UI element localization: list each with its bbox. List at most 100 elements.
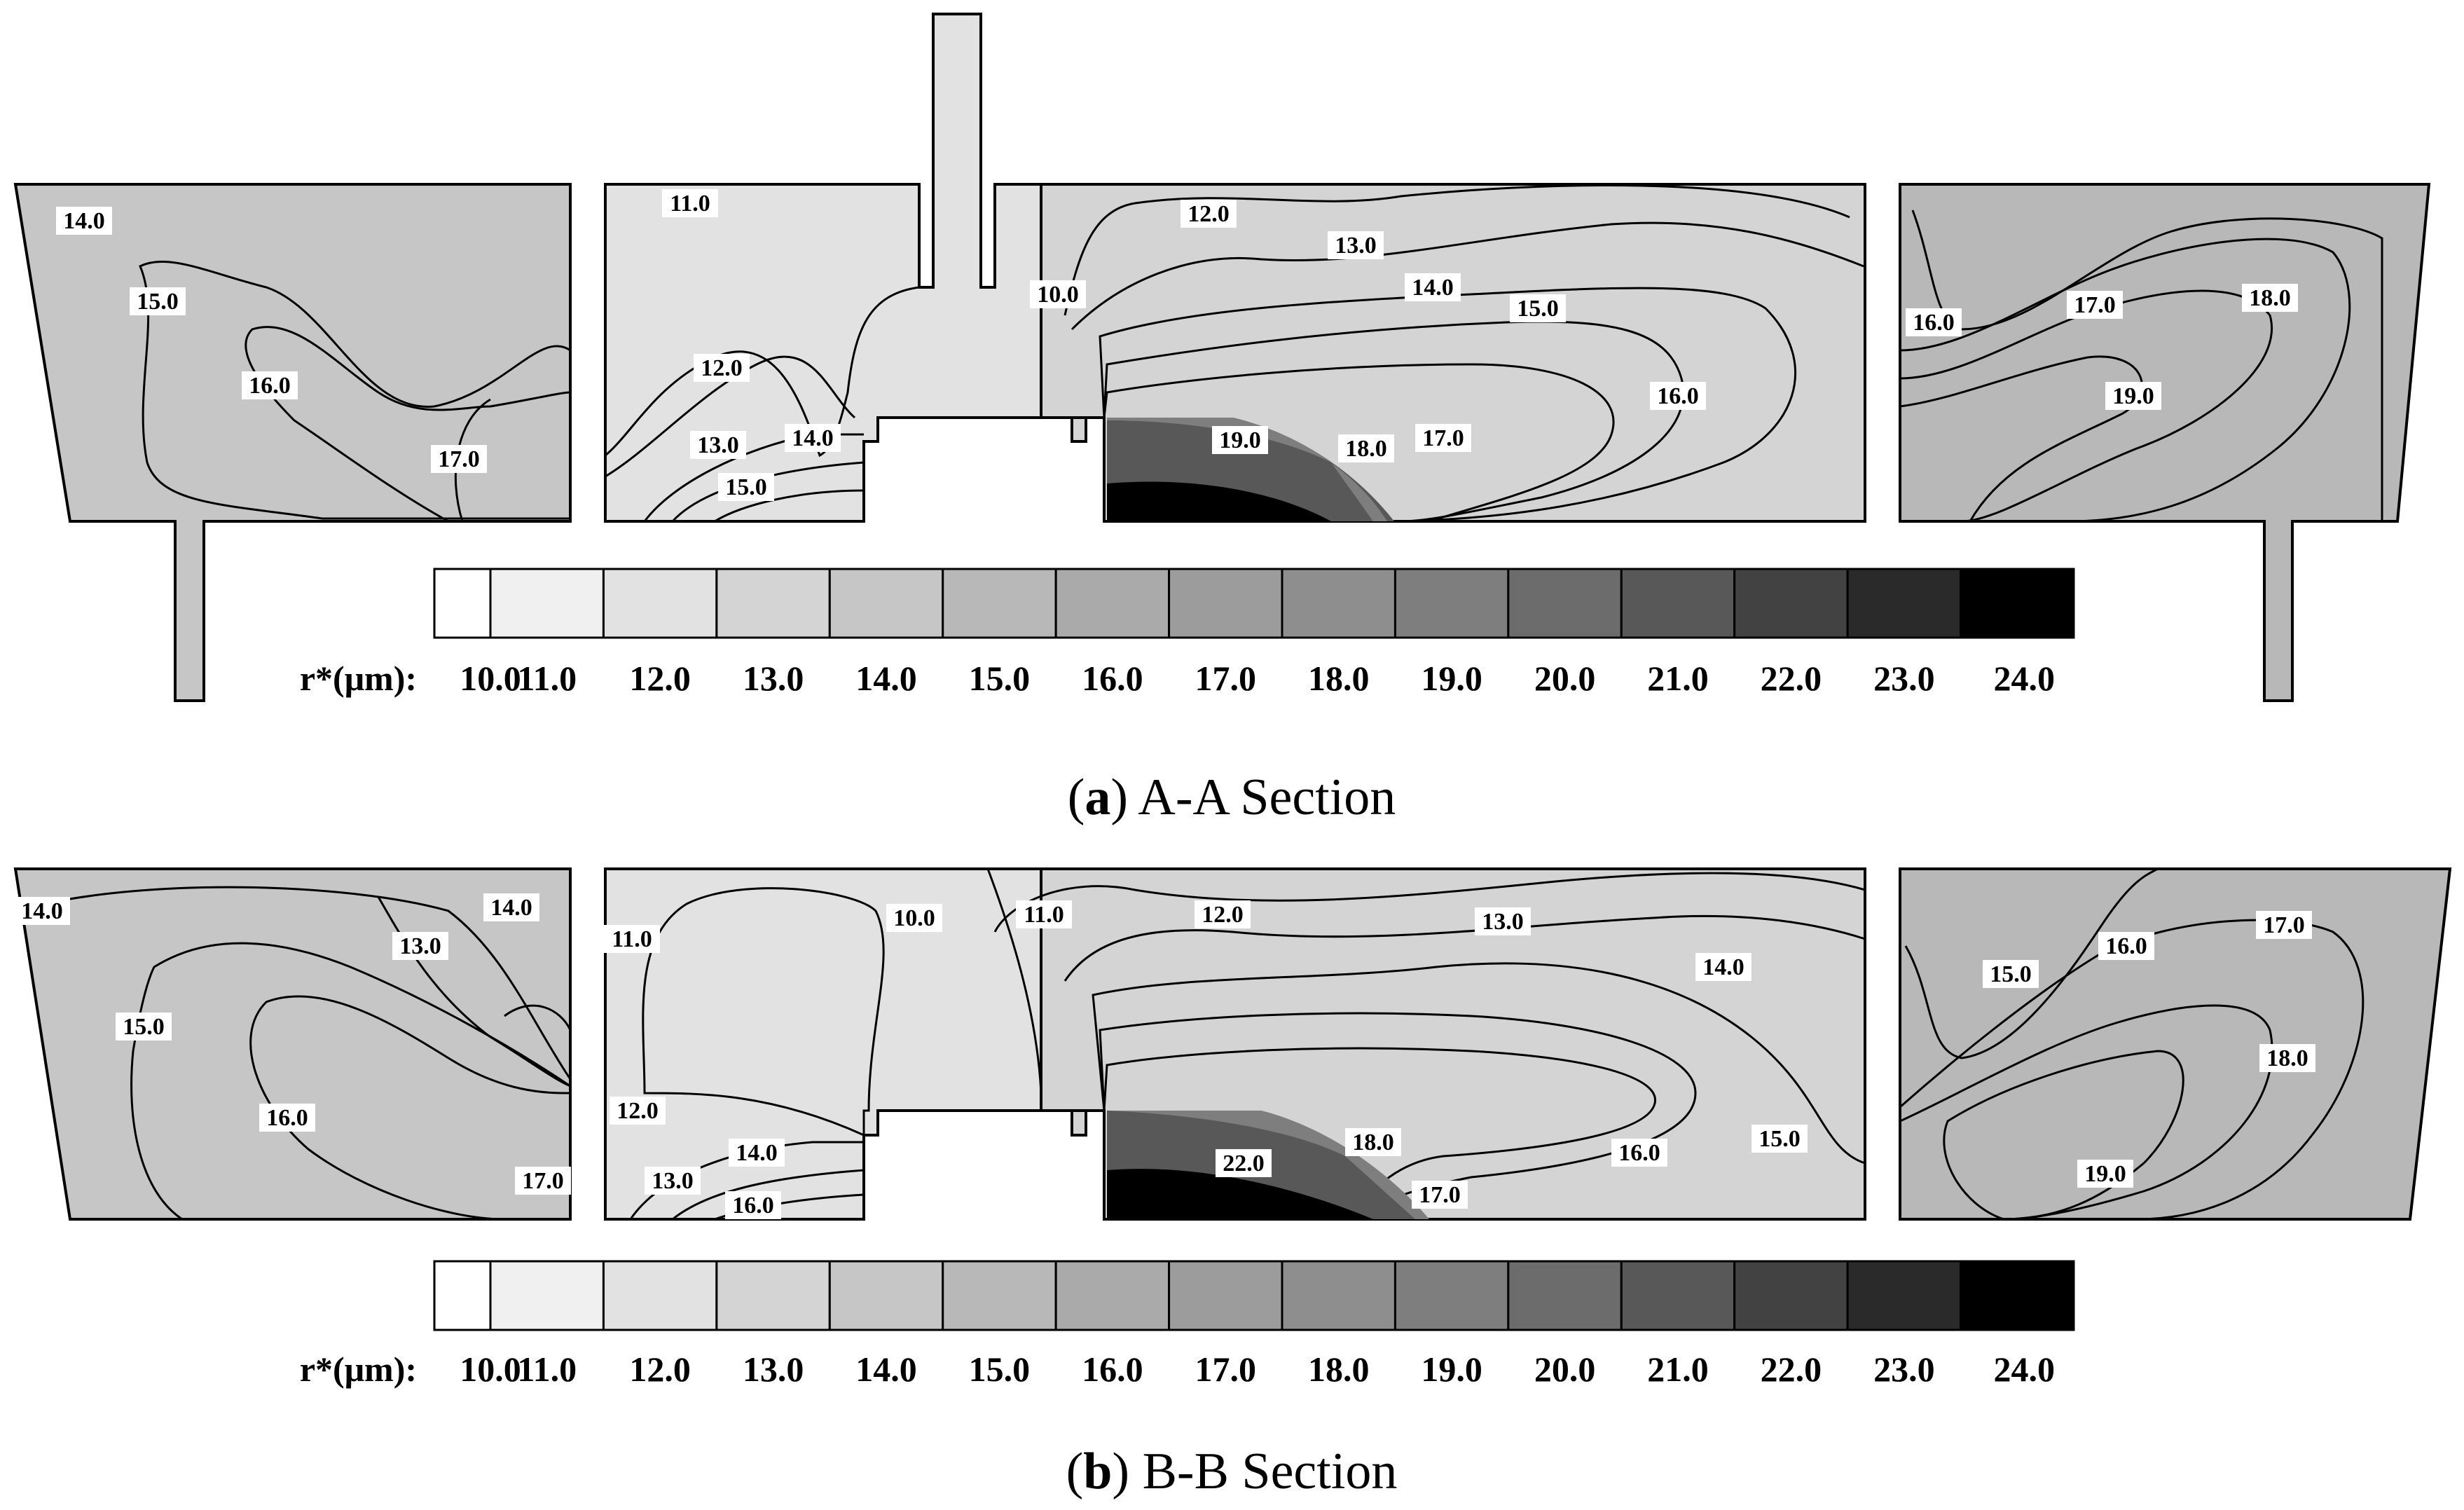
contour-a-far-18	[1899, 289, 2273, 523]
contour-a-far-17	[1899, 238, 2351, 523]
contour-b-mid-14	[672, 1169, 865, 1221]
clabel-a-left-0: 14.0	[56, 207, 112, 235]
panel-b-right: 11.0 12.0 13.0 14.0 15.0 16.0 22.0 18.0 …	[993, 867, 1866, 1221]
colorbar-swatch	[1620, 1260, 1736, 1331]
labels-a-mid: 11.0 12.0 13.0 14.0 15.0	[662, 189, 841, 501]
svg-text:14.0: 14.0	[1702, 954, 1744, 980]
clabel-b-left-2: 13.0	[392, 932, 448, 960]
svg-text:14.0: 14.0	[792, 425, 834, 451]
contour-a-right-15	[1103, 320, 1684, 523]
colorbar-swatch	[1281, 1260, 1396, 1331]
svg-text:13.0: 13.0	[1482, 909, 1524, 935]
clabel-a-right-7: 18.0	[1338, 434, 1394, 462]
contour-a-right-14	[1099, 287, 1797, 523]
svg-text:14.0: 14.0	[21, 898, 63, 924]
clabel-b-left-1: 14.0	[483, 893, 539, 921]
colorbar-swatch	[1620, 568, 1736, 639]
svg-text:13.0: 13.0	[399, 933, 441, 959]
colorbar-tick-label: 19.0	[1421, 659, 1482, 698]
clabel-a-right-2: 10.0	[1030, 280, 1086, 308]
colorbar-a-title: r*(μm):	[300, 659, 417, 698]
colorbar-swatch	[715, 1260, 831, 1331]
clabel-b-right-0: 11.0	[1016, 900, 1072, 928]
labels-a-left: 14.0 15.0 16.0 17.0	[56, 207, 487, 473]
svg-text:16.0: 16.0	[1657, 383, 1699, 409]
colorbar-tick-label: 17.0	[1195, 659, 1257, 698]
colorbar-tick-label: 20.0	[1534, 1350, 1596, 1389]
svg-text:16.0: 16.0	[2105, 933, 2147, 959]
svg-text:22.0: 22.0	[1223, 1151, 1265, 1176]
svg-text:15.0: 15.0	[1990, 961, 2032, 987]
clabel-a-right-6: 19.0	[1212, 426, 1268, 454]
colorbar-swatch	[1733, 1260, 1849, 1331]
svg-text:11.0: 11.0	[612, 926, 652, 952]
contour-a-right-12	[1064, 184, 1850, 316]
colorbar-tick-label: 15.0	[969, 659, 1031, 698]
svg-text:17.0: 17.0	[2263, 912, 2305, 938]
svg-text:17.0: 17.0	[1422, 425, 1464, 451]
caption-a: (a) A-A Section	[1068, 769, 1396, 826]
clabel-a-mid-3: 14.0	[785, 424, 841, 452]
svg-text:18.0: 18.0	[1352, 1130, 1394, 1155]
colorbar-tick-label: 16.0	[1082, 659, 1143, 698]
colorbar-swatch	[433, 568, 492, 639]
clabel-b-far-3: 18.0	[2259, 1044, 2315, 1072]
clabel-b-far-4: 19.0	[2077, 1160, 2133, 1188]
clabel-a-right-5: 16.0	[1650, 382, 1706, 410]
colorbar-swatch	[1393, 1260, 1510, 1331]
caption-a-paren-open: (	[1068, 769, 1085, 826]
clabel-a-right-0: 12.0	[1181, 200, 1237, 228]
contour-b-mid-10	[986, 868, 1042, 1094]
svg-text:17.0: 17.0	[1419, 1182, 1461, 1208]
contour-b-right-14	[1092, 962, 1866, 1221]
clabel-b-right-3: 14.0	[1695, 953, 1751, 981]
panel-a-right: 12.0 13.0 10.0 14.0 15.0 16.0 19.0 18.0 …	[1030, 183, 1866, 523]
colorbar-tick-label: 22.0	[1761, 1350, 1822, 1389]
colorbar-swatch	[1733, 568, 1849, 639]
clabel-b-right-5: 16.0	[1611, 1139, 1667, 1167]
colorbar-swatch	[828, 1260, 944, 1331]
svg-text:12.0: 12.0	[1188, 201, 1230, 227]
labels-b-left: 14.0 14.0 13.0 15.0 16.0 17.0	[14, 893, 571, 1195]
caption-b: (b) B-B Section	[1066, 1443, 1398, 1500]
colorbar-swatch	[828, 568, 944, 639]
clabel-b-mid-2: 12.0	[610, 1097, 666, 1125]
colorbar-tick-label: 15.0	[969, 1350, 1031, 1389]
panel-b-mid: 11.0 10.0 12.0 13.0 14.0 16.0	[604, 867, 1042, 1221]
clabel-b-far-2: 17.0	[2256, 911, 2312, 939]
colorbar-tick-label: 16.0	[1082, 1350, 1143, 1389]
panel-b-left: 14.0 14.0 13.0 15.0 16.0 17.0	[13, 867, 572, 1221]
contour-b-left-13b	[504, 1004, 572, 1031]
caption-b-text: B-B Section	[1143, 1443, 1398, 1500]
panel-a-mid: 11.0 12.0 13.0 14.0 15.0	[604, 13, 1042, 523]
clabel-a-left-1: 15.0	[130, 287, 186, 315]
section-a: 14.0 15.0 16.0 17.0 11.0 12.0 13.0 14.0 …	[13, 13, 2431, 826]
clabel-a-far-2: 18.0	[2242, 284, 2298, 312]
colorbar-tick-label: 13.0	[743, 1350, 804, 1389]
svg-text:15.0: 15.0	[1758, 1126, 1801, 1152]
colorbar-tick-label: 12.0	[629, 659, 691, 698]
clabel-a-far-0: 16.0	[1906, 308, 1962, 336]
colorbar-tick-label: 10.0	[460, 659, 521, 698]
contour-b-far-18	[1943, 1050, 2184, 1221]
contour-a-mid-12	[605, 355, 856, 478]
svg-text:19.0: 19.0	[1219, 427, 1261, 453]
colorbar-swatch	[1960, 1260, 2075, 1331]
svg-text:18.0: 18.0	[2249, 285, 2291, 311]
contour-a-right-16	[1103, 363, 1615, 523]
contour-b-mid-13	[629, 1141, 864, 1220]
colorbar-tick-label: 24.0	[1994, 659, 2056, 698]
colorbar-tick-label: 14.0	[855, 659, 917, 698]
colorbar-tick-label: 13.0	[743, 659, 804, 698]
svg-text:13.0: 13.0	[1335, 233, 1377, 259]
svg-text:17.0: 17.0	[522, 1168, 564, 1194]
colorbar-swatch	[1846, 568, 1962, 639]
colorbar-tick-label: 11.0	[517, 1350, 577, 1389]
svg-text:16.0: 16.0	[266, 1105, 308, 1131]
panel-a-left: 14.0 15.0 16.0 17.0	[13, 183, 572, 702]
colorbar-tick-label: 18.0	[1308, 659, 1370, 698]
colorbar-swatch	[1960, 568, 2075, 639]
